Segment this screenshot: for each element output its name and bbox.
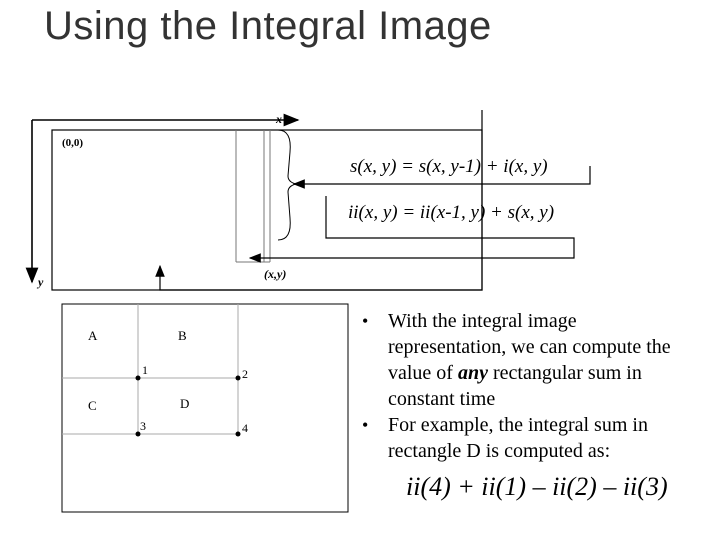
corner-label-3: 3 bbox=[140, 419, 146, 433]
bullet-marker: • bbox=[362, 415, 369, 435]
bullet-text: For example, the integral sum in rectang… bbox=[388, 414, 648, 462]
bullet-list: • With the integral image representation… bbox=[362, 308, 692, 464]
bullet-text: With the integral image representation, … bbox=[388, 310, 671, 384]
outer-loop-arrow bbox=[155, 110, 483, 291]
recurrence-equation-ii: ii(x, y) = ii(x-1, y) + s(x, y) bbox=[348, 202, 554, 223]
region-label-c: C bbox=[88, 398, 97, 413]
origin-label: (0,0) bbox=[62, 137, 83, 149]
corner-label-2: 2 bbox=[242, 367, 248, 381]
emphasis-text: any bbox=[457, 362, 488, 384]
corner-point-1 bbox=[135, 375, 141, 381]
rectangle-sum-formula: ii(4) + ii(1) – ii(2) – ii(3) bbox=[406, 472, 668, 501]
region-label-b: B bbox=[178, 328, 187, 343]
eq2-feedback-arrow bbox=[248, 196, 575, 263]
corner-label-1: 1 bbox=[142, 363, 148, 377]
point-label: (x,y) bbox=[264, 267, 286, 281]
eq1-feedback-arrow bbox=[292, 166, 591, 189]
column-brace bbox=[277, 129, 297, 241]
y-axis-label: y bbox=[36, 275, 44, 289]
corner-point-2 bbox=[235, 375, 241, 381]
corner-point-3 bbox=[135, 431, 141, 437]
x-axis-label: x bbox=[275, 112, 282, 126]
bullet-text: rectangular sum in constant time bbox=[388, 362, 642, 410]
region-label-d: D bbox=[180, 396, 189, 411]
slide-title: Using the Integral Image bbox=[44, 4, 492, 48]
bullet-item: • For example, the integral sum in recta… bbox=[362, 412, 692, 464]
bullet-item: • With the integral image representation… bbox=[362, 308, 692, 412]
corner-point-4 bbox=[235, 431, 241, 437]
recurrence-equation-s: s(x, y) = s(x, y-1) + i(x, y) bbox=[350, 156, 548, 177]
bullet-marker: • bbox=[362, 311, 369, 331]
grid-outer-rectangle bbox=[61, 303, 349, 513]
region-label-a: A bbox=[88, 328, 98, 343]
corner-label-4: 4 bbox=[242, 421, 248, 435]
